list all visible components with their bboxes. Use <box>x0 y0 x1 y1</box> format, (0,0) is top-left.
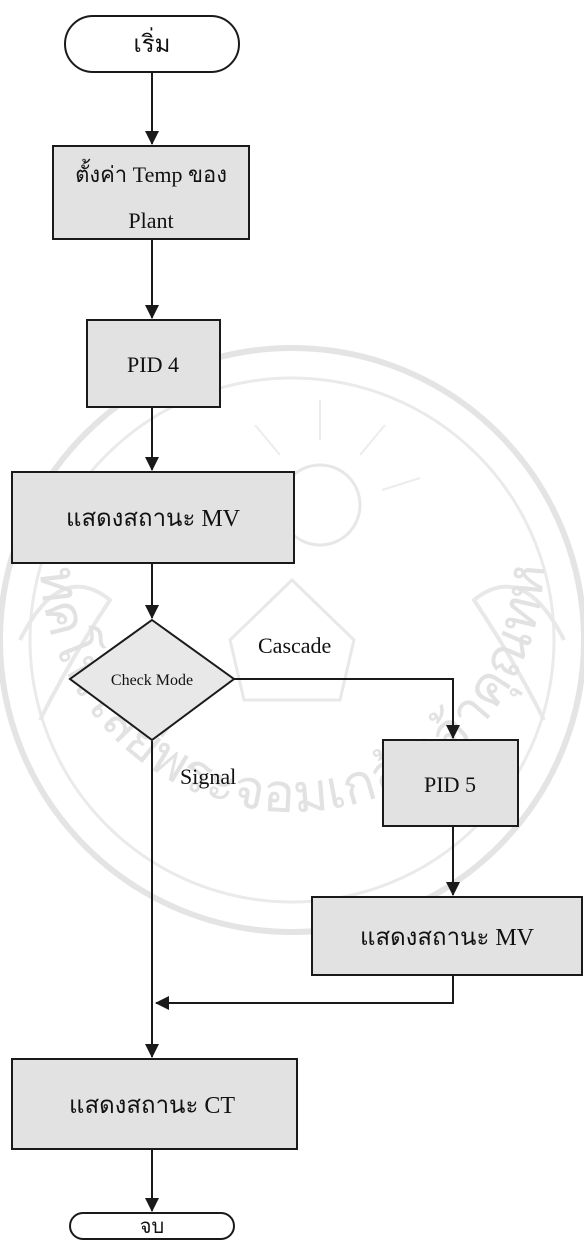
show-mv-process: แสดงสถานะ MV <box>11 471 295 564</box>
pid4-label: PID 4 <box>127 352 179 377</box>
set-temp-label-line2: Plant <box>128 208 173 233</box>
end-terminator: จบ <box>69 1212 235 1240</box>
start-label: เริ่ม <box>134 27 171 58</box>
end-label: จบ <box>140 1216 164 1238</box>
pid5-label: PID 5 <box>424 772 476 797</box>
set-temp-process: ตั้งค่า Temp ของ Plant <box>52 145 250 240</box>
signal-branch-label: Signal <box>180 764 236 789</box>
start-terminator: เริ่ม <box>64 15 240 73</box>
show-mv-2-label: แสดงสถานะ MV <box>360 925 535 951</box>
cascade-branch-label: Cascade <box>258 633 331 658</box>
show-mv-label: แสดงสถานะ MV <box>66 506 241 532</box>
check-mode-decision: Check Mode <box>68 618 236 742</box>
check-mode-label: Check Mode <box>111 672 193 689</box>
pid4-process: PID 4 <box>86 319 221 408</box>
arrow-cascade-to-pid5 <box>234 678 460 739</box>
pid5-process: PID 5 <box>382 739 519 827</box>
set-temp-label-line1: ตั้งค่า Temp ของ <box>75 159 227 187</box>
connectors <box>145 72 460 1212</box>
show-ct-label: แสดงสถานะ CT <box>69 1093 235 1119</box>
show-ct-process: แสดงสถานะ CT <box>11 1058 298 1150</box>
show-mv-2-process: แสดงสถานะ MV <box>311 896 583 976</box>
arrow-showmv2-merge <box>155 975 454 1010</box>
